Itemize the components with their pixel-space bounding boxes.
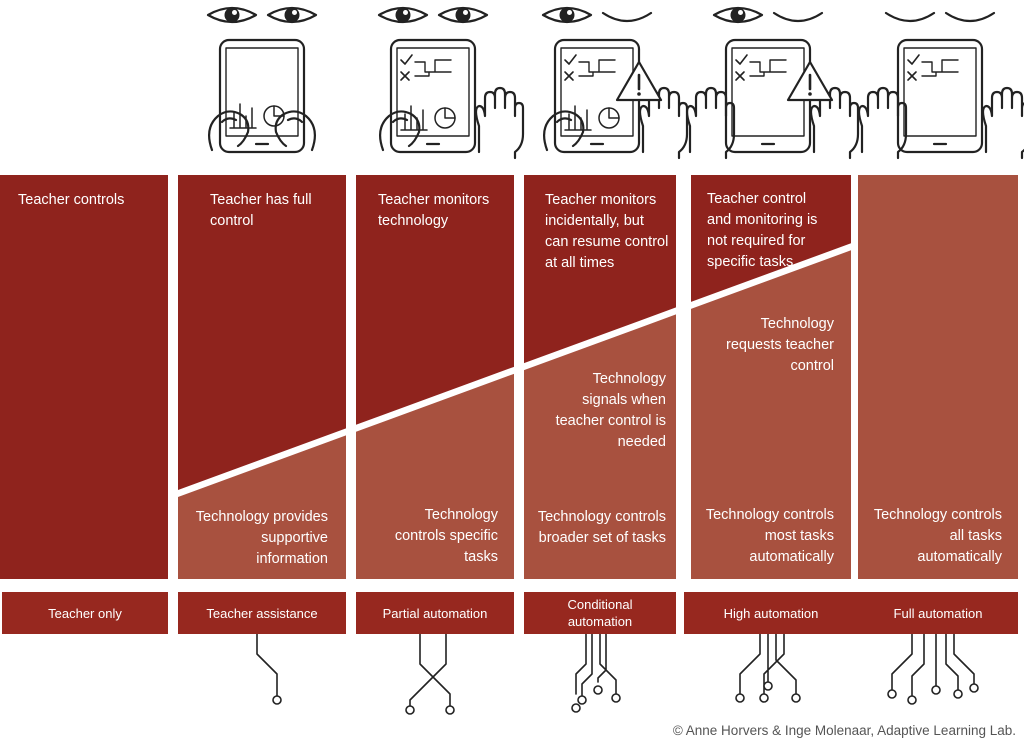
- teacher-panel-2: [178, 175, 346, 490]
- raised-hand-icon-6-left: [857, 86, 908, 160]
- teacher-panel-1: [0, 175, 168, 579]
- teacher-text-3: Teacher monitors technology: [378, 192, 490, 229]
- level-label-teacher-only: Teacher only: [2, 592, 168, 634]
- technology-text-5-upper: Technology requests teacher control: [725, 316, 834, 374]
- open-eye-icon-2-2: [266, 6, 318, 24]
- tablet-icon-3: [389, 38, 477, 154]
- technology-text-3: Technology controls specific tasks: [394, 507, 498, 565]
- technology-text-6: Technology controls all tasks automatica…: [873, 507, 1002, 565]
- open-eye-icon-3-2: [437, 6, 489, 24]
- closed-eye-icon-4-2: [601, 11, 653, 23]
- technology-panel-2: [178, 435, 346, 579]
- closed-eye-icon-6-1: [884, 11, 936, 23]
- closed-eye-icon-6-2: [944, 11, 996, 23]
- level-label-partial-automation: Partial automation: [356, 592, 514, 634]
- level-label-high-automation: High automation: [684, 592, 858, 634]
- raised-hand-icon-4: [638, 86, 689, 160]
- technology-panel-4: [524, 314, 676, 579]
- copyright-credit: © Anne Horvers & Inge Molenaar, Adaptive…: [672, 723, 1016, 738]
- level-label-conditional-automation: Conditional automation: [524, 592, 676, 634]
- circuit-lines-2: [256, 633, 282, 705]
- warning-icon-5: [786, 60, 834, 102]
- hand-on-device-icon-2-left: [207, 110, 250, 152]
- technology-panel-3: [356, 373, 514, 579]
- level-label-teacher-assistance: Teacher assistance: [178, 592, 346, 634]
- circuit-lines-6: [887, 633, 979, 705]
- raised-hand-icon-6-right: [981, 86, 1024, 160]
- level-label-full-automation: Full automation: [858, 592, 1018, 634]
- tablet-icon-2: [218, 38, 306, 154]
- hand-on-device-icon-2-right: [274, 110, 317, 152]
- teacher-text-4: Teacher monitors incidentally, but can r…: [545, 192, 669, 271]
- teacher-panel-5: [691, 175, 851, 302]
- hand-on-device-icon-3-left: [378, 110, 421, 152]
- technology-panel-6: [858, 175, 1018, 579]
- teacher-text-1: Teacher controls: [18, 192, 125, 208]
- circuit-lines-5: [735, 633, 801, 703]
- technology-text-4-upper: Technology signals when teacher control …: [555, 371, 666, 450]
- raised-hand-icon-5-left: [685, 86, 736, 160]
- open-eye-icon-5-1: [712, 6, 764, 24]
- open-eye-icon-4-1: [541, 6, 593, 24]
- raised-hand-icon-5-right: [809, 86, 860, 160]
- closed-eye-icon-5-2: [772, 11, 824, 23]
- circuit-lines-4: [571, 633, 621, 713]
- teacher-panel-3: [356, 175, 514, 425]
- tablet-icon-6: [896, 38, 984, 154]
- technology-text-5: Technology controls most tasks automatic…: [705, 507, 834, 565]
- open-eye-icon-2-1: [206, 6, 258, 24]
- teacher-panel-4: [524, 175, 676, 364]
- open-eye-icon-3-1: [377, 6, 429, 24]
- hand-on-device-icon-4-left: [542, 110, 585, 152]
- circuit-lines-3: [405, 633, 455, 715]
- teacher-text-5: Teacher control and monitoring is not re…: [707, 191, 818, 270]
- technology-text-2: Technology provides supportive informati…: [195, 509, 328, 567]
- technology-text-4: Technology controls broader set of tasks: [537, 509, 666, 546]
- teacher-text-2: Teacher has full control: [210, 192, 312, 229]
- warning-icon-4: [615, 60, 663, 102]
- technology-panel-5: [691, 250, 851, 579]
- raised-hand-icon-3: [474, 86, 525, 160]
